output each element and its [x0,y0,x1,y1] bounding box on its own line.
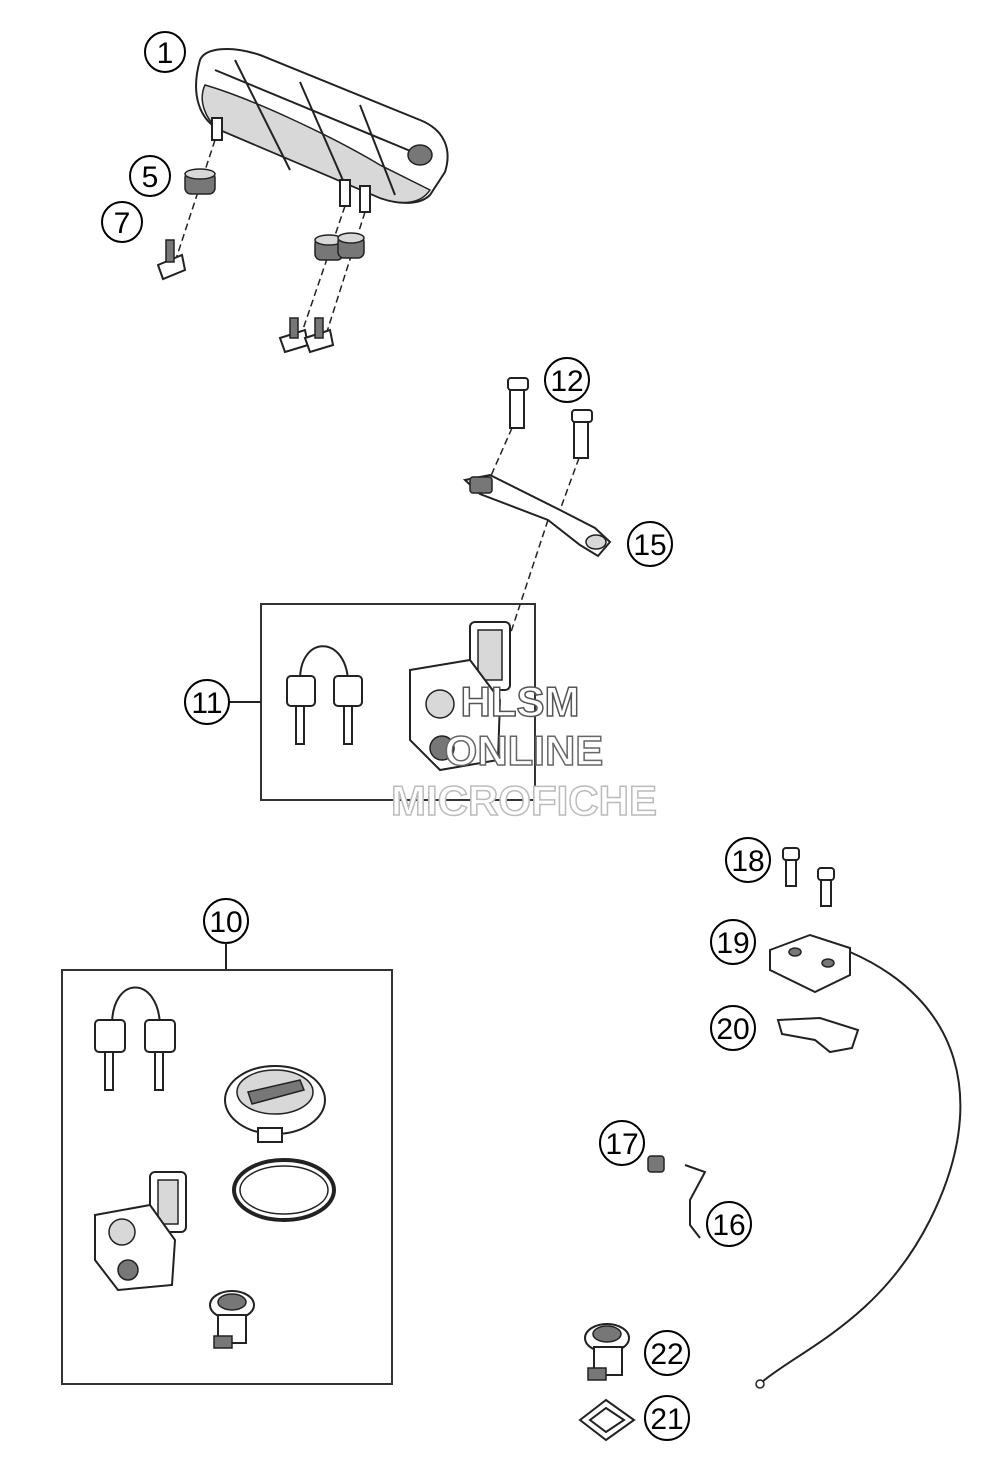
svg-text:11: 11 [191,687,222,720]
svg-text:ONLINE: ONLINE [445,727,604,774]
svg-text:12: 12 [550,365,583,398]
svg-text:21: 21 [650,1403,683,1436]
svg-text:10: 10 [209,906,242,939]
callout-20: 20 [710,1005,756,1051]
svg-text:1: 1 [157,37,174,70]
key-pair [286,645,363,745]
svg-text:19: 19 [716,927,749,960]
bolt [507,377,529,429]
callout-10: 10 [203,898,249,944]
callout-19: 19 [710,919,756,965]
svg-text:16: 16 [712,1209,745,1242]
callout-11: 11 [184,679,230,725]
callout-22: 22 [644,1330,690,1376]
seat-lock-cylinder [584,1323,630,1381]
kit-box-10 [61,969,393,1385]
callout-18: 18 [725,837,771,883]
mounting-bracket [462,473,612,558]
screw [303,317,335,354]
ignition-switch [409,621,511,772]
svg-text:5: 5 [142,161,159,194]
svg-text:17: 17 [605,1128,638,1161]
nut [647,1155,665,1173]
release-cable [755,951,962,1389]
screw [817,867,835,907]
callout-16: 16 [706,1201,752,1247]
bolt [571,409,593,459]
svg-text:20: 20 [716,1013,749,1046]
seal-ring [232,1158,336,1222]
ignition-switch [94,1171,187,1292]
callout-12: 12 [544,357,590,403]
svg-text:MICROFICHE: MICROFICHE [391,777,657,824]
screw [278,317,310,354]
callout-5: 5 [129,155,171,197]
mounting-plate [776,1016,860,1054]
instrument-cluster [195,48,449,213]
screw [156,239,187,281]
retaining-clip [684,1164,707,1239]
seat-lock [209,1290,255,1349]
callout-15: 15 [627,521,673,567]
screw [782,847,800,887]
rubber-grommet [184,168,216,195]
svg-text:18: 18 [731,845,764,878]
callout-7: 7 [101,201,143,243]
key-pair [94,986,176,1091]
rubber-grommet [337,232,365,259]
callout-21: 21 [644,1395,690,1441]
watermark: HLSM ONLINE MICROFICHE [390,677,658,825]
gasket [578,1398,636,1442]
lock-housing [769,933,851,994]
svg-text:7: 7 [114,207,131,240]
fuel-tank-cap [224,1065,326,1143]
callout-1: 1 [144,31,186,73]
callout-17: 17 [599,1120,645,1166]
svg-text:HLSM: HLSM [461,678,580,725]
mounting-dashes-cluster [174,139,366,339]
svg-text:15: 15 [633,529,666,562]
svg-text:22: 22 [650,1338,683,1371]
